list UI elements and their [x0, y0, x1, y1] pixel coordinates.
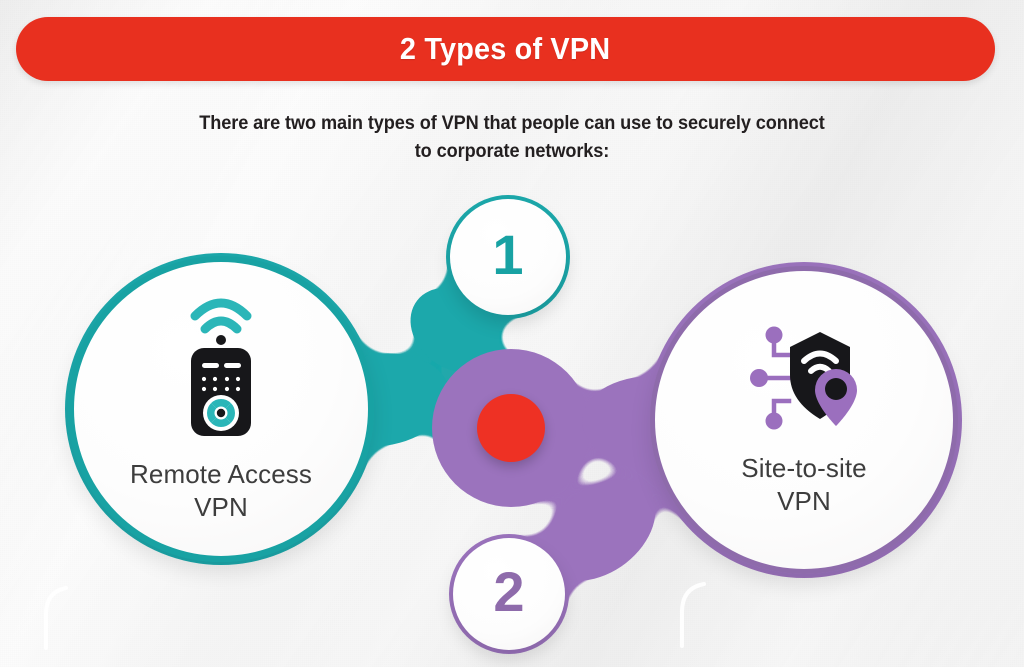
node-label-site-to-site: Site-to-site VPN: [741, 452, 866, 518]
step-badge-2-number: 2: [493, 560, 525, 623]
node-label-remote-access: Remote Access VPN: [130, 458, 312, 524]
subtitle-line-2: to corporate networks:: [414, 140, 610, 162]
page-title: 2 Types of VPN: [400, 31, 611, 66]
label-line-1: Site-to-site: [741, 452, 867, 483]
label-line-2: VPN: [194, 492, 248, 522]
step-badge-2[interactable]: 2: [453, 538, 565, 650]
center-hub-dot: [477, 394, 545, 462]
node-remote-access-vpn[interactable]: Remote Access VPN: [68, 256, 374, 562]
step-badge-1-number: 1: [492, 223, 524, 286]
header-banner: 2 Types of VPN: [16, 17, 995, 81]
remote-control-wifi-icon: [190, 298, 252, 436]
label-line-2: VPN: [777, 486, 831, 516]
subtitle-line-1: There are two main types of VPN that peo…: [199, 113, 825, 134]
label-line-1: Remote Access: [130, 458, 312, 489]
decorative-arcs: [44, 582, 706, 650]
subtitle-text: There are two main types of VPN that peo…: [132, 110, 892, 166]
network-shield-location-icon: [750, 326, 857, 430]
node-site-to-site-vpn[interactable]: Site-to-site VPN: [650, 266, 958, 574]
step-badge-1[interactable]: 1: [450, 199, 566, 315]
